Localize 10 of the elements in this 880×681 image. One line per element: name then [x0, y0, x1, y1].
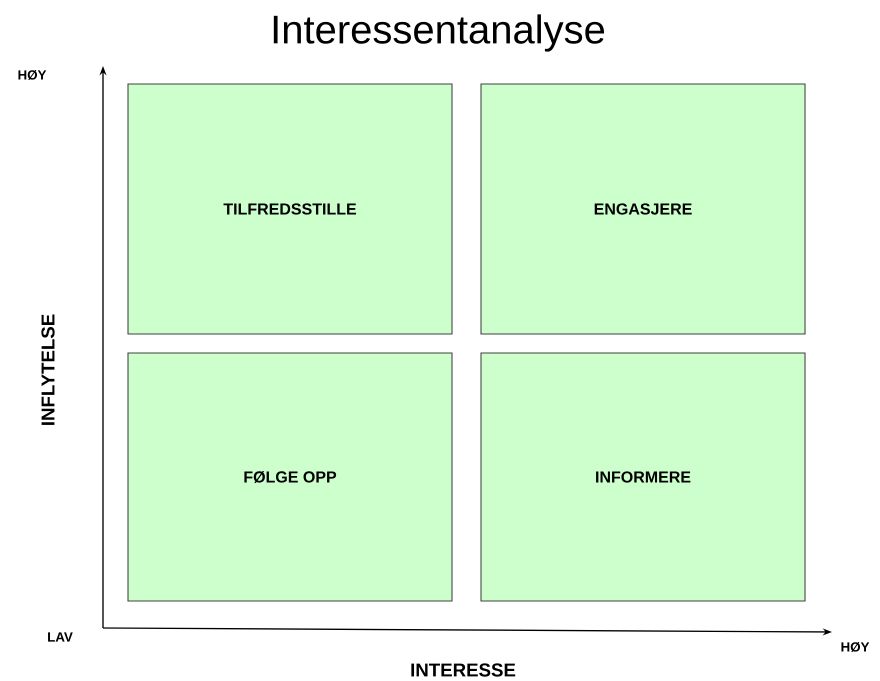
- quadrant-box: TILFREDSSTILLE: [127, 83, 453, 335]
- quadrant-box: ENGASJERE: [480, 83, 806, 335]
- axis-label: HØY: [18, 70, 46, 80]
- axis-title: INFLYTELSE: [41, 314, 55, 425]
- title: Interessentanalyse: [274, 14, 604, 52]
- axis-label: LAV: [48, 632, 73, 642]
- axis-label: HØY: [841, 642, 870, 652]
- axis-title: INTERESSE: [411, 663, 516, 677]
- quadrant-box: FØLGE OPP: [127, 352, 453, 602]
- quadrant-box: INFORMERE: [480, 352, 806, 602]
